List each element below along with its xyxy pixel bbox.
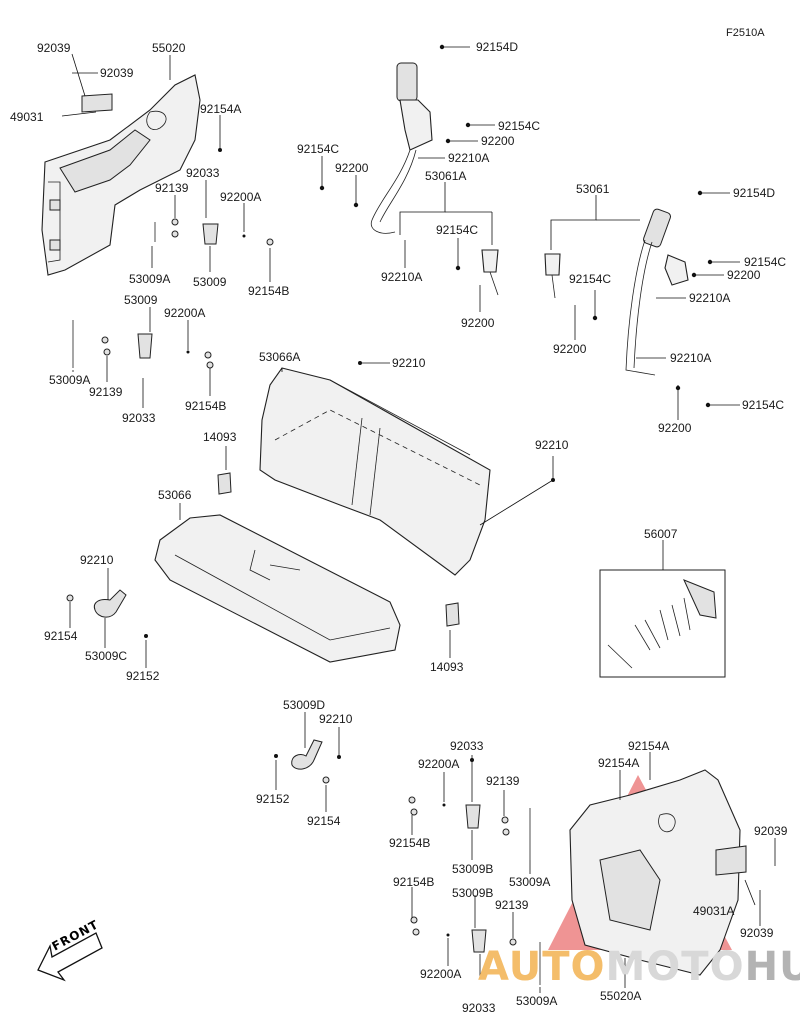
callout: 92154C: [436, 223, 479, 237]
callout: 92152: [256, 792, 290, 806]
callout: 92200A: [420, 967, 462, 981]
callout: 92154C: [742, 398, 785, 412]
callout: 92154C: [498, 119, 541, 133]
callout: 92200: [481, 134, 515, 148]
callout: 92139: [155, 181, 189, 195]
callout: 92200: [658, 421, 692, 435]
watermark-part-auto: AUTO: [478, 944, 606, 990]
callout: 92154A: [200, 102, 242, 116]
callout: 92033: [186, 166, 220, 180]
callout: 53009A: [516, 994, 558, 1008]
side-panel-left: [41, 74, 201, 276]
figure-code: F2510A: [726, 27, 765, 39]
callout: 92139: [89, 385, 123, 399]
callout: 53009C: [85, 649, 128, 663]
bracket-53009c: [66, 589, 148, 638]
callout: 55020A: [600, 989, 642, 1003]
callout: 49031: [10, 110, 44, 124]
callout: 92139: [495, 898, 529, 912]
callout: 53009B: [452, 862, 494, 876]
callout: 92154C: [744, 255, 787, 269]
callout: 92210A: [448, 151, 490, 165]
callout: 92210: [535, 438, 569, 452]
seat-back: [259, 367, 491, 576]
callout: 53061: [576, 182, 610, 196]
callout: 92033: [462, 1001, 496, 1015]
callout: 92039: [37, 41, 71, 55]
callout: 53066A: [259, 350, 301, 364]
callout: 92154: [44, 629, 78, 643]
callout: 92210A: [689, 291, 731, 305]
callout: 92154: [307, 814, 341, 828]
seat-belt-left: [370, 62, 499, 296]
seat-cushion: [154, 514, 401, 663]
callout: 92154A: [598, 756, 640, 770]
callout: 92200A: [418, 757, 460, 771]
leader-lines: [61, 46, 776, 993]
callout: 92039: [740, 926, 774, 940]
hardware-upper-left: [72, 218, 274, 369]
callout: 56007: [644, 527, 678, 541]
attachment-dots: [218, 44, 713, 762]
callout: 92152: [126, 669, 160, 683]
callout: 92200: [461, 316, 495, 330]
seat-belt-right: [544, 208, 689, 376]
callout: 53009A: [49, 373, 91, 387]
callout: 92200: [727, 268, 761, 282]
callout: 14093: [203, 430, 237, 444]
callout: 55020: [152, 41, 186, 55]
callout: 49031A: [693, 904, 735, 918]
callout: 92154B: [389, 836, 431, 850]
callout: 53009: [124, 293, 158, 307]
callout: 92210A: [381, 270, 423, 284]
callout: 92033: [450, 739, 484, 753]
callout: 53009D: [283, 698, 326, 712]
callout: 92210: [392, 356, 426, 370]
watermark-text: AUTOMOTOHUB: [478, 947, 800, 987]
callout: 92139: [486, 774, 520, 788]
watermark-part-moto: MOTO: [605, 944, 745, 990]
callout: 92210: [319, 712, 353, 726]
callout: 53061A: [425, 169, 467, 183]
side-panel-right: [569, 769, 747, 976]
callout: 92200A: [164, 306, 206, 320]
callout: 53009A: [129, 272, 171, 286]
callout: 92154C: [569, 272, 612, 286]
callout: 92210A: [670, 351, 712, 365]
callout: 53009A: [509, 875, 551, 889]
callout: 92154B: [393, 875, 435, 889]
callout: 92039: [754, 824, 788, 838]
callout: 92200: [553, 342, 587, 356]
callout: 53009B: [452, 886, 494, 900]
front-arrow-icon: [37, 932, 103, 982]
callout: 92039: [100, 66, 134, 80]
callout: 92154C: [297, 142, 340, 156]
callout: 92154D: [733, 186, 776, 200]
callout: 53066: [158, 488, 192, 502]
callout: 14093: [430, 660, 464, 674]
callout: 92210: [80, 553, 114, 567]
watermark-part-hub: HUB: [744, 944, 800, 990]
callout: 92154B: [248, 284, 290, 298]
callout: 53009: [193, 275, 227, 289]
callout: 92154B: [185, 399, 227, 413]
callout: 92154A: [628, 739, 670, 753]
callout: 92154D: [476, 40, 519, 54]
bracket-53009d: [274, 739, 341, 784]
hardware-lower-right: [408, 796, 541, 985]
callout: 92200: [335, 161, 369, 175]
brackets-14093: [217, 472, 460, 627]
callout: 92200A: [220, 190, 262, 204]
tool-kit-box: [599, 569, 726, 678]
callout: 92033: [122, 411, 156, 425]
